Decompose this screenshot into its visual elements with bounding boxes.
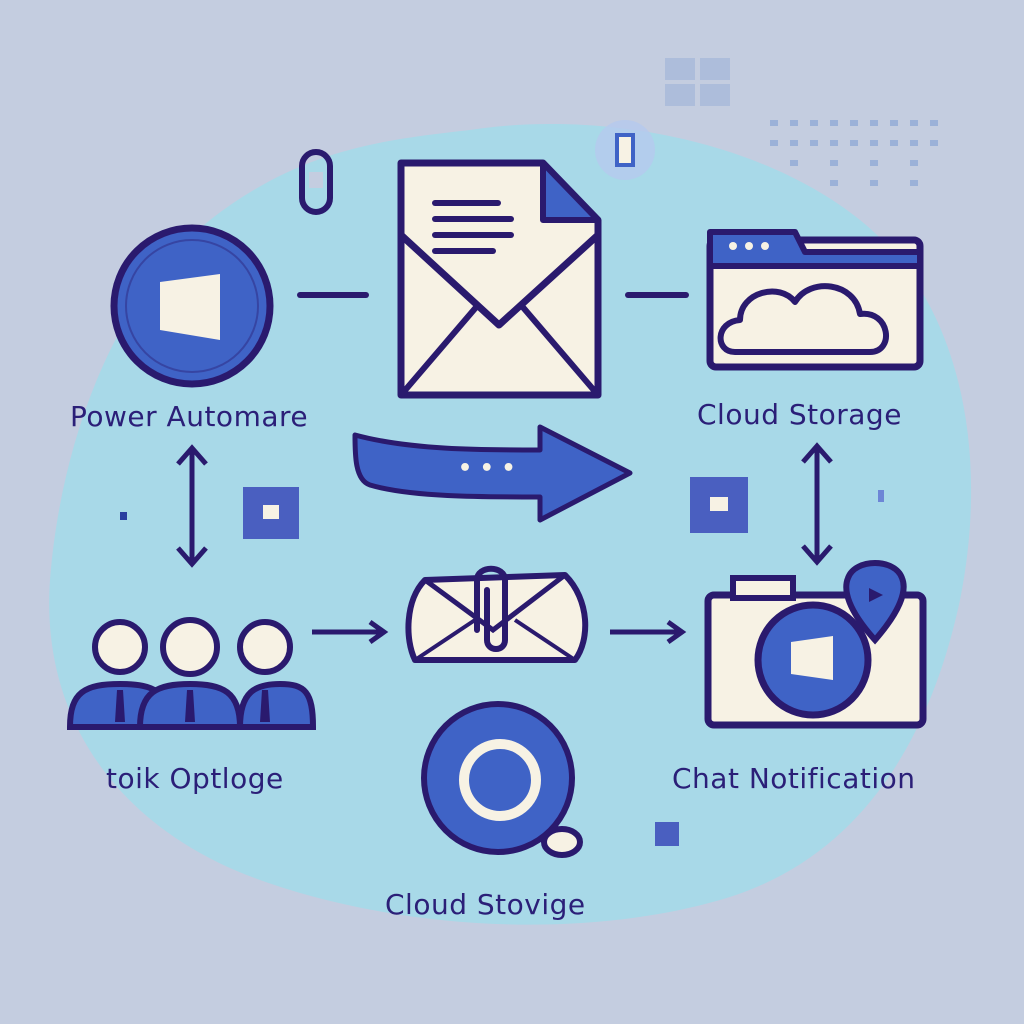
- double-arrow-right: [801, 442, 833, 566]
- people-group-icon[interactable]: [65, 612, 325, 732]
- small-window-icon: [595, 120, 655, 180]
- small-dot-icon: [655, 822, 679, 846]
- ring-circle-icon[interactable]: [420, 700, 600, 860]
- connector-dash-2: [625, 292, 689, 298]
- double-arrow-left: [176, 444, 208, 568]
- link-icon: [299, 149, 333, 215]
- envelope-document-icon[interactable]: [393, 155, 613, 405]
- small-dot-icon: [120, 512, 127, 520]
- power-automate-label: Power Automare: [70, 400, 309, 433]
- right-arrow-icon: [352, 424, 633, 523]
- arrow-right-2: [610, 619, 687, 645]
- connector-dash-1: [297, 292, 369, 298]
- cloud-storage-bottom-label: Cloud Stovige: [385, 888, 586, 921]
- cloud-folder-icon[interactable]: [705, 222, 925, 372]
- cloud-storage-top-label: Cloud Storage: [697, 398, 902, 431]
- chat-notification-label: Chat Notification: [672, 762, 916, 795]
- arrow-right-1: [312, 619, 389, 645]
- small-square-icon: [243, 487, 299, 539]
- flow-arrow-dots: • • •: [458, 456, 516, 481]
- envelope-paperclip-icon[interactable]: [405, 560, 595, 670]
- power-automate-circle-icon[interactable]: [108, 222, 278, 392]
- small-square-icon: [690, 477, 748, 533]
- team-label: toik Optloge: [106, 762, 284, 795]
- small-dot-icon: [878, 490, 884, 502]
- camera-location-icon[interactable]: [703, 550, 933, 730]
